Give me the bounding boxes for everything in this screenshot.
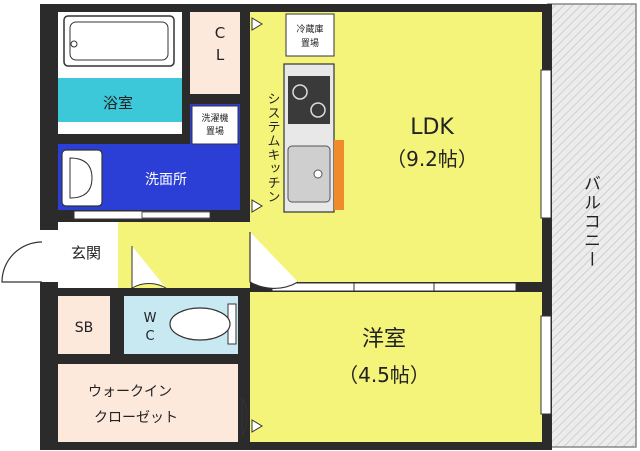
western-room-floor [250, 292, 542, 442]
balcony-area [547, 3, 637, 448]
entrance-name: 玄関 [71, 244, 101, 262]
hall-door-swing [249, 232, 299, 289]
shoebox-floor [58, 296, 110, 354]
closet-floor [190, 12, 242, 94]
closet-label-part: L [216, 46, 225, 64]
kitchen-name: システムキッチン [265, 92, 280, 204]
closet-label-part: C [215, 24, 225, 42]
fridge-space [285, 13, 335, 57]
entrance-floor [58, 222, 118, 288]
fridge-line1: 冷蔵庫 [296, 23, 323, 35]
western-window [540, 315, 552, 415]
walkin-line1: ウォークイン [88, 384, 172, 400]
walkin-door-swing [241, 397, 248, 438]
walkin-floor [58, 364, 242, 442]
bath-tub-area [58, 78, 182, 122]
hallway-lower-floor [118, 222, 132, 288]
toilet-label-part: W [144, 311, 157, 326]
western-sliding-door [271, 282, 517, 292]
ldk-name: LDK [410, 115, 454, 140]
washer-line1: 洗濯機 [201, 112, 228, 124]
sink [287, 145, 331, 203]
western-size: （4.5帖） [338, 363, 430, 387]
walkin-line2: クローゼット [94, 410, 178, 426]
toilet-label-part: C [145, 329, 154, 344]
entrance-door-opening [40, 230, 60, 282]
washer-space [191, 105, 239, 145]
stove [288, 76, 330, 124]
fridge-line2: 置場 [301, 37, 319, 49]
western-name: 洋室 [362, 327, 406, 352]
toilet-bowl [169, 307, 231, 341]
toilet-door-swing [131, 246, 167, 289]
washer-line2: 置場 [206, 125, 224, 137]
balcony-name: バルコニー [580, 175, 600, 270]
ldk-size: （9.2帖） [386, 147, 478, 171]
washroom-name: 洗面所 [145, 172, 187, 188]
shoebox-name: SB [75, 320, 94, 336]
kitchen-accent [334, 140, 344, 210]
ldk-window [540, 69, 552, 219]
entrance-door-swing [1, 241, 43, 283]
bath-name: 浴室 [103, 94, 133, 112]
